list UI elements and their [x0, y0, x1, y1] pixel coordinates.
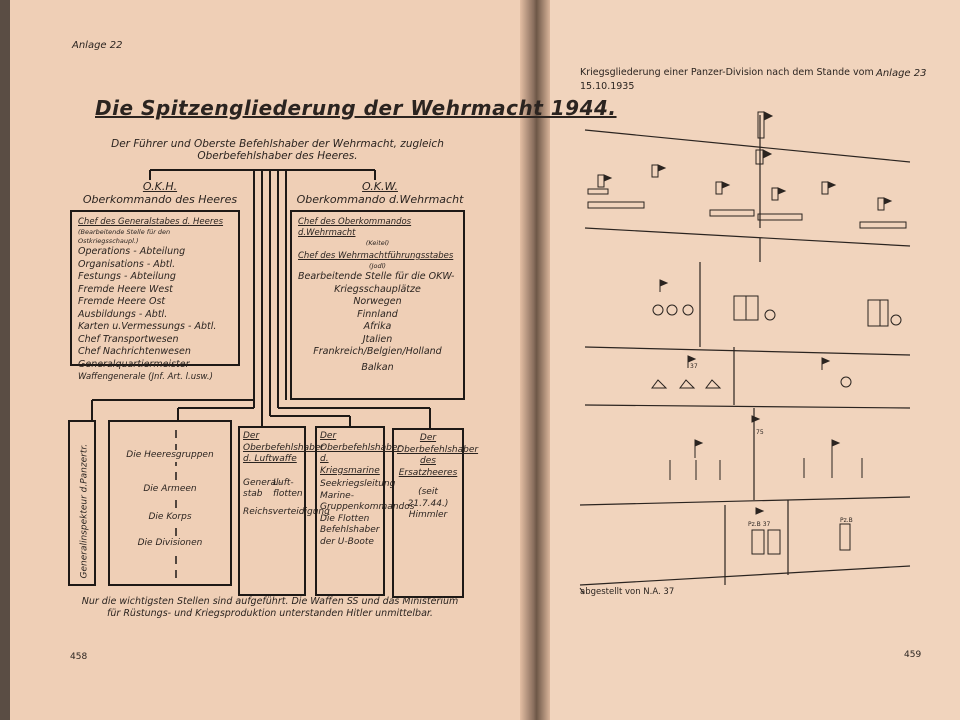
okw-entry: Jtalien	[362, 333, 393, 345]
marker-75: 75	[756, 429, 764, 436]
abgestellt-note: abgestellt von N.A. 37	[580, 587, 675, 597]
luftwaffe-reichsverteidigung: Reichsverteidigung	[243, 506, 330, 517]
org-chart-lines	[91, 169, 431, 580]
okh-entry: Karten u.Vermessungs - Abtl.	[78, 321, 217, 332]
luftwaffe-luftflotten: Luft-flotten	[273, 477, 303, 500]
marine-head: Der Oberbefehlshaber d. Kriegsmarine	[320, 431, 402, 476]
right-page	[540, 0, 960, 720]
okh-abbr: O.K.H.	[142, 180, 178, 193]
army-entry: Die Heeresgruppen	[110, 450, 230, 462]
okw-chief: Chef des Oberkommandos d.Wehrmacht	[298, 217, 412, 238]
okh-entry: Operations - Abteilung	[78, 246, 186, 257]
army-entry: Die Armeen	[110, 484, 230, 496]
okh-entry: Fremde Heere Ost	[78, 296, 166, 307]
okw-header: O.K.W. Oberkommando d.Wehrmacht	[280, 180, 480, 206]
appendix-label: Anlage 22	[72, 40, 123, 51]
division-diagram: 37 75 Pz.B 37 Pz.B	[579, 111, 911, 595]
marine-entry: Befehlshaber der U-Boote	[320, 525, 380, 547]
page-number-right: 459	[904, 650, 922, 660]
marker-37: 37	[690, 363, 698, 370]
army-entry: Die Korps	[110, 512, 230, 524]
inspekteur-box: Generalinspekteur d.Panzertr.	[68, 420, 96, 586]
okh-name: Oberkommando des Heeres	[82, 193, 238, 206]
okw-entry: Finnland	[357, 308, 398, 320]
okw-entry: Frankreich/Belgien/Holland	[313, 346, 442, 357]
okh-entries: Operations - Abteilung Organisations - A…	[78, 246, 232, 384]
okw-entry: Norwegen	[353, 296, 402, 307]
okw-entry: Bearbeitende Stelle für die OKW-	[298, 271, 455, 282]
fuehrer-line-1: Der Führer und Oberste Befehlshaber der …	[111, 138, 444, 150]
marine-box: Der Oberbefehlshaber d. Kriegsmarine See…	[315, 426, 415, 596]
okh-chief: Chef des Generalstabes d. Heeres	[78, 217, 224, 227]
ersatz-name: Himmler	[408, 510, 448, 520]
okh-box: Chef des Generalstabes d. Heeres (Bearbe…	[70, 210, 240, 382]
marine-entry: Die Flotten	[320, 513, 370, 524]
okw-entry: Afrika	[363, 321, 392, 332]
army-entry: Die Divisionen	[110, 538, 230, 550]
luftwaffe-head: Der Oberbefehlshaber d. Luftwaffe	[243, 431, 325, 464]
ersatz-box: Der Oberbefehlshaber des Ersatzheeres (s…	[392, 428, 479, 598]
fuehrer-line-2: Oberbefehlshaber des Heeres.	[197, 150, 358, 162]
fuehrer-caption: Der Führer und Oberste Befehlshaber der …	[95, 138, 460, 162]
okw-name: Oberkommando d.Wehrmacht	[296, 193, 464, 206]
okh-entry: Ausbildungs - Abtl.	[78, 308, 168, 320]
okw-box: Chef des Oberkommandos d.Wehrmacht (Keit…	[290, 210, 465, 400]
luftwaffe-cols: General-stab Luft-flotten	[243, 477, 303, 501]
marker-pzb37: Pz.B 37	[748, 521, 771, 528]
okh-entry: Generalquartiermeister	[78, 358, 190, 370]
okh-entry: Festungs - Abteilung	[78, 271, 176, 282]
ersatz-note: (seit 21.7.44.)	[407, 487, 449, 509]
marine-entry: Marine-Gruppenkommandos	[320, 490, 415, 513]
okw-chief2-note: (Jodl)	[369, 262, 386, 270]
luftwaffe-generalstab: General-stab	[243, 477, 282, 500]
okw-chief-note: (Keitel)	[365, 239, 390, 247]
okw-entry: Kriegsschauplätze	[334, 283, 421, 295]
okh-entry: Fremde Heere West	[78, 283, 173, 295]
luftwaffe-box: Der Oberbefehlshaber d. Luftwaffe Genera…	[238, 426, 330, 596]
appendix-label-right: Anlage 23	[876, 68, 927, 79]
ersatz-head: Der Oberbefehlshaber des Ersatzheeres	[397, 433, 479, 478]
okh-entry: Chef Transportwesen	[78, 333, 179, 345]
okh-entry: Organisations - Abtl.	[78, 258, 176, 270]
okh-entry: Waffengenerale (Jnf. Art. l.usw.)	[78, 372, 213, 382]
footnote-line-2: für Rüstungs- und Kriegsproduktion unter…	[107, 608, 433, 619]
page-number-left: 458	[70, 652, 88, 662]
army-box: Die Heeresgruppen Die Armeen Die Korps D…	[108, 420, 232, 586]
footnote-line-1: Nur die wichtigsten Stellen sind aufgefü…	[81, 596, 459, 607]
book-gutter	[520, 0, 550, 720]
okh-entry: Chef Nachrichtenwesen	[78, 346, 191, 357]
page-title: Die Spitzengliederung der Wehrmacht 1944…	[95, 96, 617, 120]
marine-entry: Seekriegsleitung	[320, 479, 396, 489]
marker-pzb: Pz.B	[840, 517, 853, 524]
footnote: Nur die wichtigsten Stellen sind aufgefü…	[70, 596, 470, 620]
division-title: Kriegsgliederung einer Panzer-Division n…	[580, 67, 874, 92]
okh-chief-note: (Bearbeitende Stelle für den Ostkriegssc…	[78, 228, 171, 245]
okw-chief2: Chef des Wehrmachtführungsstabes	[298, 251, 454, 261]
inspekteur-label: Generalinspekteur d.Panzertr.	[79, 443, 90, 578]
okh-header: O.K.H. Oberkommando des Heeres	[70, 180, 250, 206]
okw-entry: Balkan	[361, 361, 394, 373]
okw-abbr: O.K.W.	[362, 180, 398, 193]
